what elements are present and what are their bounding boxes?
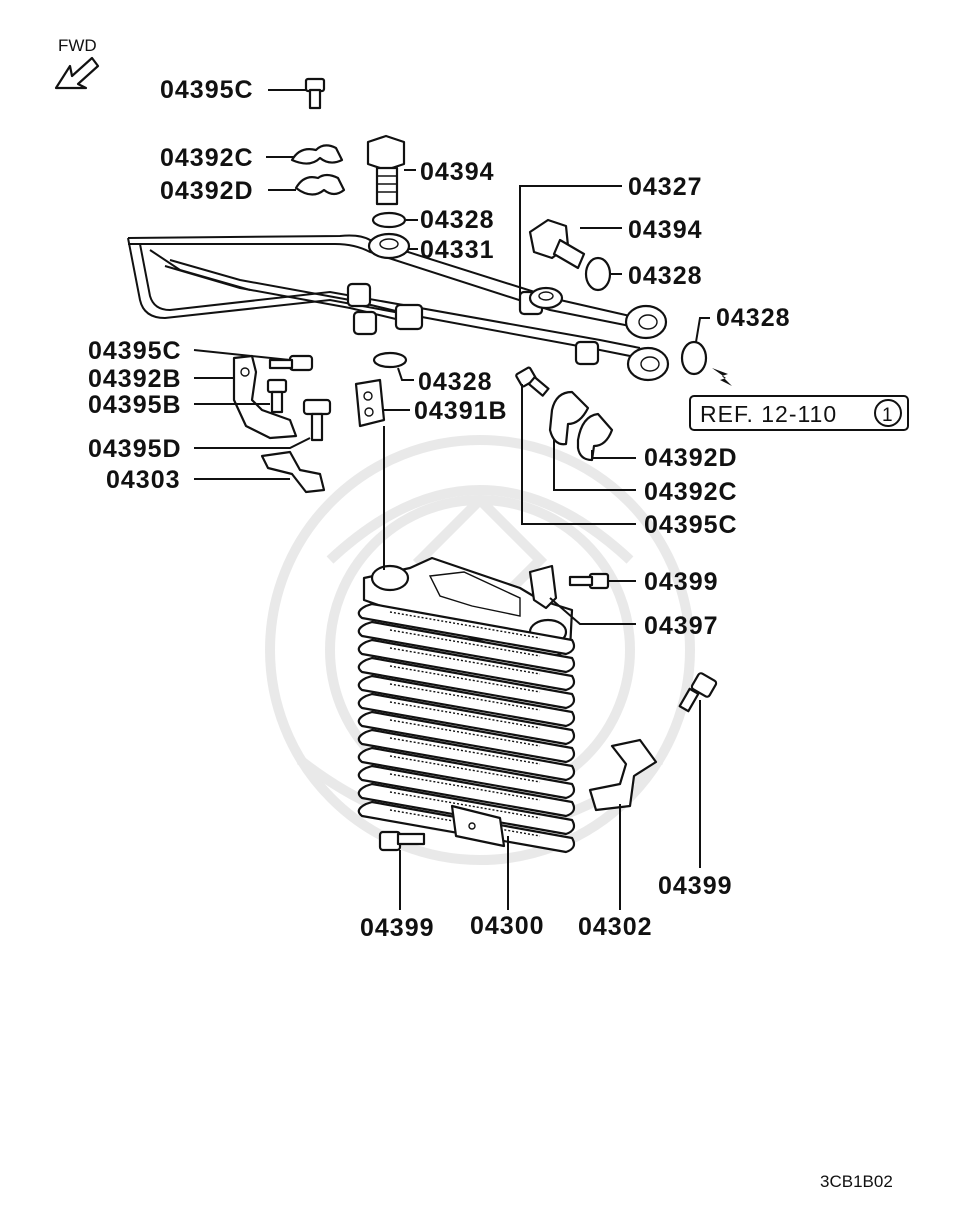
label-04328-b: 04328 (628, 262, 703, 290)
label-04399-b: 04399 (360, 914, 435, 942)
label-04331: 04331 (420, 236, 495, 264)
fwd-label: FWD (58, 36, 97, 55)
bolt-04399-c (678, 672, 718, 713)
label-04394-top: 04394 (420, 158, 495, 186)
label-04394-right: 04394 (628, 216, 703, 244)
label-04328-c: 04328 (716, 304, 791, 332)
reference-circle-number: 1 (882, 405, 893, 426)
label-04395b: 04395B (88, 391, 182, 419)
label-04395c-right: 04395C (644, 511, 738, 539)
cooler-fin-texture (389, 647, 541, 675)
cooler-fin-texture (389, 683, 541, 711)
leader-lines (193, 89, 710, 910)
bolt-04399-b (378, 830, 426, 852)
label-04392c-top: 04392C (160, 144, 254, 172)
bolt-04395c-top (304, 77, 326, 110)
ref-arrow-icon (712, 368, 732, 386)
cooler-fin-texture (389, 701, 541, 729)
cooler-fin (357, 674, 576, 728)
label-04395c-top: 04395C (160, 76, 254, 104)
cooler-fin (357, 602, 576, 656)
bracket-04302 (588, 738, 658, 812)
drawing-code: 3CB1B02 (820, 1172, 893, 1191)
washer-04328-c (680, 340, 708, 376)
washer-04328-b (584, 256, 612, 292)
label-04391b: 04391B (414, 397, 508, 425)
cooler-fin-texture (389, 719, 541, 747)
oil-cooler-pipe-assembly (127, 232, 670, 382)
label-04302: 04302 (578, 913, 653, 941)
label-04397: 04397 (644, 612, 719, 640)
reference-box (689, 395, 909, 431)
cooler-fin (357, 620, 576, 674)
bracket-04303 (260, 450, 326, 494)
cooler-fin-texture (389, 629, 541, 657)
label-04395c-left: 04395C (88, 337, 182, 365)
label-04303: 04303 (106, 466, 181, 494)
label-04399-c: 04399 (658, 872, 733, 900)
label-04328-d: 04328 (418, 368, 493, 396)
cooler-fin-texture (389, 791, 541, 819)
bolt-04395d (302, 398, 332, 442)
label-04395d: 04395D (88, 435, 182, 463)
bolt-04394-top (366, 134, 406, 206)
cooler-fin-texture (389, 755, 541, 783)
cooler-fin (357, 656, 576, 710)
fwd-arrow-icon (54, 56, 100, 90)
cooler-fin-texture (389, 773, 541, 801)
washer-04328-d (372, 351, 408, 369)
bolt-04395b (266, 378, 288, 414)
cooler-fin (357, 710, 576, 764)
oil-cooler-04300 (357, 556, 576, 854)
label-04392c-right: 04392C (644, 478, 738, 506)
label-04399-a: 04399 (644, 568, 719, 596)
clip-04392d-right (576, 412, 614, 462)
clip-04392c-right (548, 390, 590, 446)
reference-text: REF. 12-110 (700, 401, 837, 427)
label-04327: 04327 (628, 173, 703, 201)
clip-04392c-top (290, 144, 344, 165)
label-04300: 04300 (470, 912, 545, 940)
cooler-fin (357, 728, 576, 782)
cooler-fin-texture (389, 611, 541, 639)
label-04392d-right: 04392D (644, 444, 738, 472)
bolt-04395c-left (268, 354, 314, 372)
cooler-fin-texture (389, 665, 541, 693)
bolt-04395c-right (515, 366, 550, 397)
cooler-fin (357, 638, 576, 692)
clamp-04392b (232, 354, 298, 440)
washer-04328-a (371, 211, 407, 229)
clip-04397 (528, 564, 558, 610)
cooler-fin (357, 746, 576, 800)
clip-04392d-top (294, 173, 346, 196)
cooler-fin-texture (389, 737, 541, 765)
cooler-fin (357, 764, 576, 818)
label-04392d-top: 04392D (160, 177, 254, 205)
label-04392b: 04392B (88, 365, 182, 393)
bolt-04394-right (528, 218, 586, 270)
label-04328-a: 04328 (420, 206, 495, 234)
bolt-04399-a (568, 572, 610, 590)
cooler-fin (357, 692, 576, 746)
grommet-04391b (354, 378, 386, 428)
